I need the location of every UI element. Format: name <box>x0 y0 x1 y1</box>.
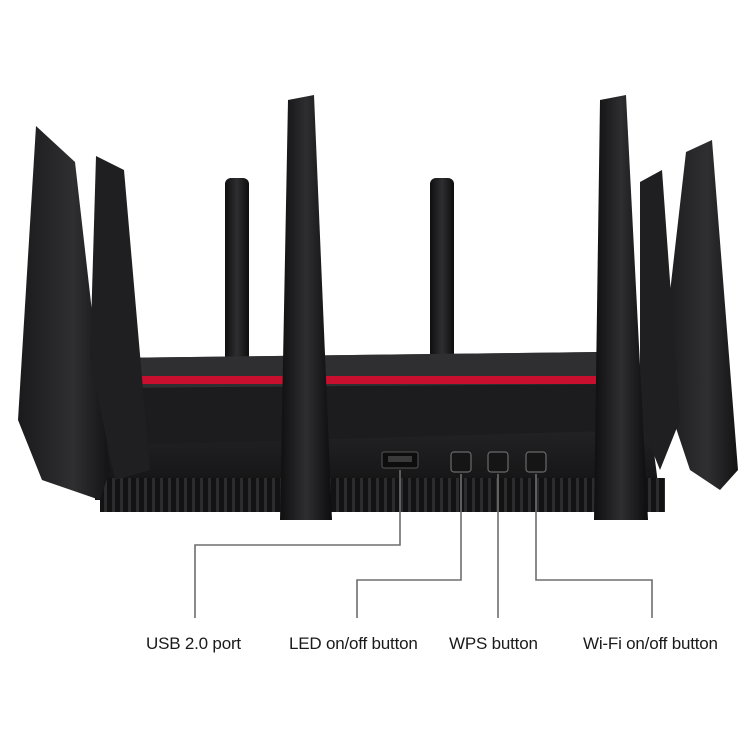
callout-lines <box>194 470 653 618</box>
wps-button[interactable] <box>487 451 509 473</box>
router-body <box>95 352 665 512</box>
wifi-button-label: Wi-Fi on/off button <box>583 634 718 653</box>
rear-antennas <box>225 178 454 368</box>
right-wings <box>640 140 738 490</box>
led-button[interactable] <box>450 451 472 473</box>
led-button-label: LED on/off button <box>289 634 418 653</box>
left-wings <box>18 126 150 500</box>
wifi-button[interactable] <box>525 451 547 473</box>
wps-button-label: WPS button <box>449 634 538 653</box>
red-accent-stripe <box>104 376 612 384</box>
usb-port-label: USB 2.0 port <box>146 634 241 653</box>
rear-panel-controls <box>381 451 547 473</box>
front-antennas <box>280 95 648 520</box>
vent-grille <box>100 478 665 512</box>
